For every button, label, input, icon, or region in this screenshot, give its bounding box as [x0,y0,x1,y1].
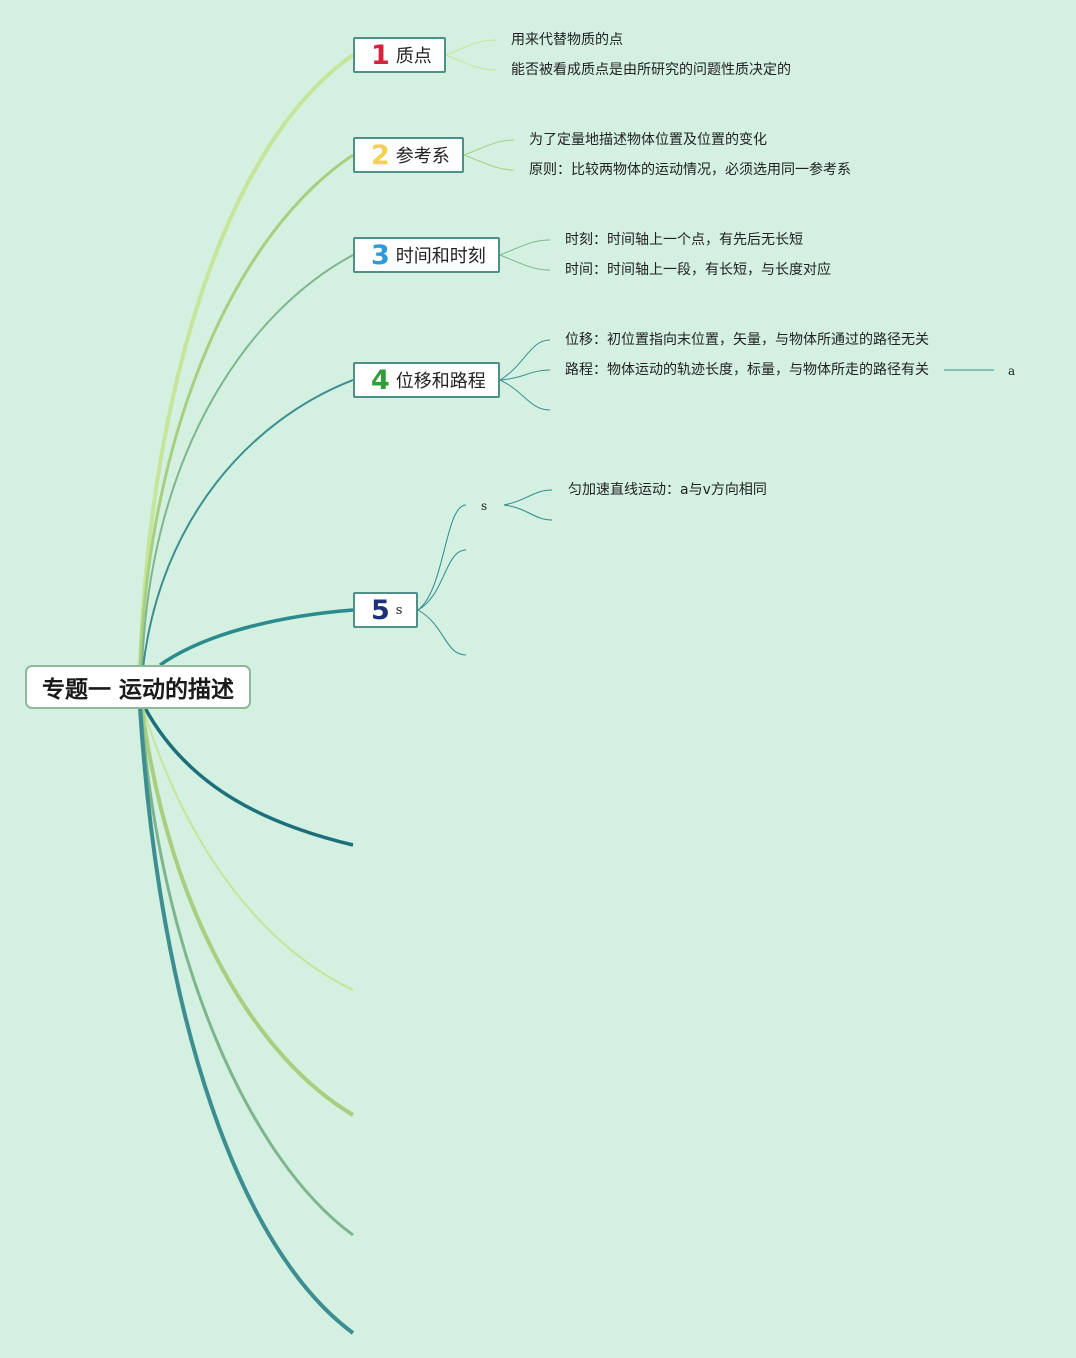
branch-empty-1 [143,707,354,847]
root-node[interactable]: 专题一 运动的描述 [25,665,251,709]
leaf-2-2[interactable]: 原则：比较两物体的运动情况，必须选用同一参考系 [529,162,851,178]
connector-3b [499,254,551,271]
topic-node-3[interactable]: 3 时间和时刻 [353,237,500,273]
topic-label-2: 参考系 [395,146,450,167]
leaf-4-2[interactable]: 路程：物体运动的轨迹长度，标量，与物体所走的路径有关 [565,362,929,378]
branch-empty-5 [138,707,355,1335]
connector-3a [499,239,551,256]
leaf-3-1[interactable]: 时刻：时间轴上一个点，有先后无长短 [565,232,803,248]
topic-node-4[interactable]: 4 位移和路程 [353,362,500,398]
topic-number-3: 3 [371,239,390,271]
connector-5s-a [503,489,553,506]
connector-2b [463,154,515,171]
connector-1b [445,54,497,71]
topic-node-5[interactable]: 5 s [353,592,418,628]
leaf-2-1[interactable]: 为了定量地描述物体位置及位置的变化 [529,132,767,148]
branch-topic-3 [141,254,354,669]
connector-2a [463,139,515,156]
connector-4b [499,369,551,381]
connector-5c [417,609,467,656]
branch-topic-2 [138,153,354,669]
topic-node-1[interactable]: 1 质点 [353,37,446,73]
topic-node-2[interactable]: 2 参考系 [353,137,464,173]
branch-empty-4 [139,707,354,1237]
topic-label-5: s [395,602,403,618]
branch-topic-1 [138,53,355,669]
leaf-3-2[interactable]: 时间：时间轴上一段，有长短，与长度对应 [565,262,831,278]
leaf-4-extra[interactable]: a [1008,364,1016,378]
topic-number-2: 2 [371,139,390,171]
connector-4a [499,339,551,381]
connector-4c [499,379,551,411]
topic-number-5: 5 [371,594,390,626]
root-title: 专题一 运动的描述 [41,677,234,703]
topic-label-3: 时间和时刻 [395,246,486,267]
topic-label-4: 位移和路程 [395,371,486,392]
topic-number-1: 1 [371,39,390,71]
leaf-1-2[interactable]: 能否被看成质点是由所研究的问题性质决定的 [511,62,791,78]
connector-1a [445,39,497,56]
connector-5b [417,549,467,611]
topic-number-4: 4 [371,364,390,396]
branch-empty-3 [140,707,355,1117]
leaf-5-sub-1[interactable]: 匀加速直线运动：a与v方向相同 [568,482,767,498]
connector-5a [417,504,467,611]
connector-5s-b [503,504,553,521]
topic-label-1: 质点 [395,46,432,67]
leaf-5-sub[interactable]: s [481,499,488,513]
branch-topic-5 [158,608,354,667]
leaf-1-1[interactable]: 用来代替物质的点 [511,32,623,48]
leaf-4-1[interactable]: 位移：初位置指向末位置，矢量，与物体所通过的路径无关 [565,332,929,348]
branch-empty-2 [142,707,354,991]
branch-topic-4 [142,379,354,669]
